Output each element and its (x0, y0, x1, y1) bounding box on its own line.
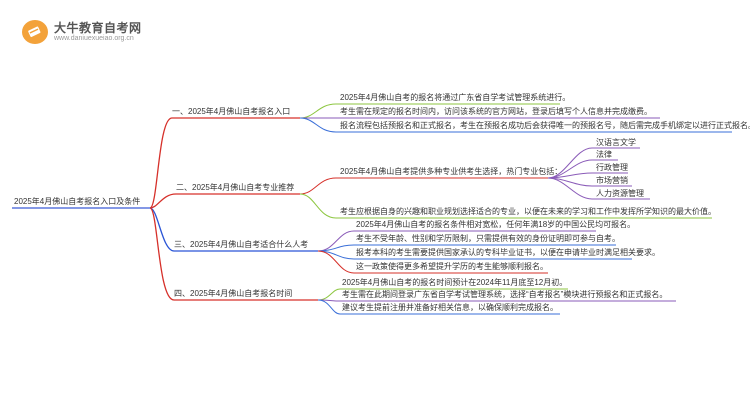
branch-4-label: 四、2025年4月佛山自考报名时间 (174, 289, 293, 298)
site-logo: 大牛教育自考网 www.daniuexueiao.org.cn (22, 18, 172, 48)
connector-b1-leaf-1 (299, 103, 560, 119)
connector-b2-leaf-2 (299, 193, 712, 219)
branch-3-label: 三、2025年4月佛山自考适合什么人考 (174, 240, 309, 249)
pencil-icon (22, 20, 48, 44)
connector-b1-leaf-3 (299, 117, 732, 133)
b2-leaf-1: 2025年4月佛山自考提供多种专业供考生选择，热门专业包括： (340, 167, 563, 176)
b4-leaf-1: 2025年4月佛山自考的报名时间预计在2024年11月底至12月初。 (342, 278, 568, 287)
b3-leaf-4: 这一政策使得更多希望提升学历的考生能够顺利报名。 (356, 262, 548, 271)
connector-b3-leaf-4 (317, 250, 548, 274)
major-item: 汉语言文学 (596, 138, 636, 147)
major-item: 法律 (596, 150, 612, 159)
major-item: 行政管理 (596, 163, 628, 172)
major-item: 人力资源管理 (596, 189, 644, 198)
b4-leaf-2: 考生需在此期间登录广东省自学考试管理系统，选择“自考报名”模块进行预报名和正式报… (342, 290, 668, 299)
major-item: 市场营销 (596, 176, 628, 185)
b1-leaf-1: 2025年4月佛山自考的报名将通过广东省自学考试管理系统进行。 (340, 93, 571, 102)
root-node: 2025年4月佛山自考报名入口及条件 (14, 197, 141, 206)
connector-root-b2 (149, 193, 177, 209)
logo-title: 大牛教育自考网 (54, 21, 142, 35)
connector-root-b4 (149, 207, 175, 301)
b1-leaf-2: 考生需在规定的报名时间内，访问该系统的官方网站，登录后填写个人信息并完成缴费。 (340, 107, 652, 116)
connector-b2-leaf-1 (299, 177, 548, 195)
b4-leaf-3: 建议考生提前注册并准备好相关信息，以确保顺利完成报名。 (342, 303, 558, 312)
branch-2-label: 二、2025年4月佛山自考专业推荐 (176, 183, 295, 192)
connector-b3-leaf-2 (317, 244, 616, 252)
connector-root-b1 (149, 117, 173, 209)
b3-leaf-2: 考生不受年龄、性别和学历限制，只需提供有效的身份证明即可参与自考。 (356, 234, 620, 243)
b1-leaf-3: 报名流程包括预报名和正式报名，考生在预报名成功后会获得唯一的预报名号，随后需完成… (340, 121, 750, 130)
logo-url: www.daniuexueiao.org.cn (54, 35, 134, 42)
branch-1-label: 一、2025年4月佛山自考报名入口 (172, 107, 291, 116)
connector-b4-leaf-2 (317, 299, 676, 302)
b3-leaf-3: 报考本科的考生需要提供国家承认的专科毕业证书，以便在申请毕业时满足相关要求。 (356, 248, 660, 257)
connector-b4-leaf-3 (317, 299, 560, 315)
connector-major-5 (547, 177, 650, 200)
b2-leaf-2: 考生应根据自身的兴趣和职业规划选择适合的专业，以便在未来的学习和工作中发挥所学知… (340, 207, 716, 216)
b3-leaf-1: 2025年4月佛山自考的报名条件相对宽松，任何年满18岁的中国公民均可报名。 (356, 220, 636, 229)
